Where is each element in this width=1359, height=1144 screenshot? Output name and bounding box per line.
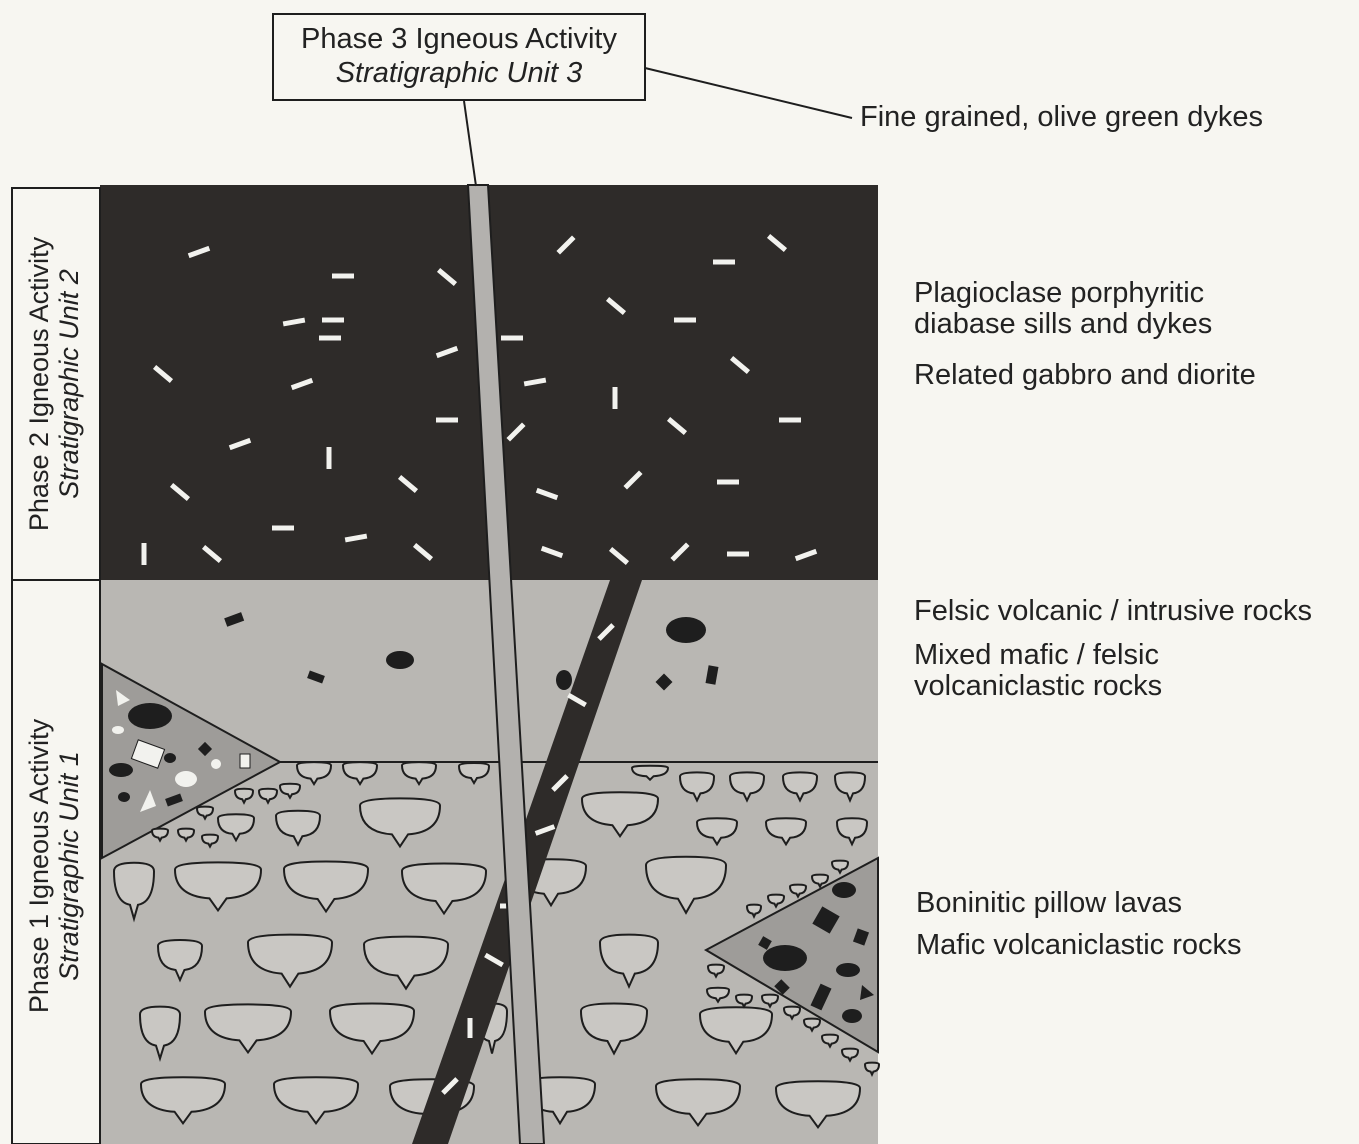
phenocryst xyxy=(272,526,294,531)
phase1-title: Phase 1 Igneous Activity xyxy=(24,718,54,1013)
phenocryst xyxy=(436,418,458,423)
phenocryst xyxy=(727,552,749,557)
clast xyxy=(175,771,197,787)
phenocryst xyxy=(713,260,735,265)
phase3-leader-to-label xyxy=(645,68,852,118)
phase3-leader-to-dyke xyxy=(464,101,476,186)
clast xyxy=(128,703,172,729)
clast xyxy=(836,963,860,977)
clast xyxy=(211,759,221,769)
boninitic-label: Boninitic pillow lavas xyxy=(916,888,1182,919)
dykes-label: Fine grained, olive green dykes xyxy=(860,102,1263,133)
phenocryst xyxy=(779,418,801,423)
phenocryst xyxy=(142,543,147,565)
clast xyxy=(118,792,130,802)
clast xyxy=(386,651,414,669)
phenocryst xyxy=(674,318,696,323)
dyke-phenocryst xyxy=(468,1018,473,1038)
felsic-label: Felsic volcanic / intrusive rocks xyxy=(914,596,1312,627)
mafic-volc-label: Mafic volcaniclastic rocks xyxy=(916,930,1242,961)
phase1-label: Phase 1 Igneous Activity Stratigraphic U… xyxy=(24,718,84,1013)
phenocryst xyxy=(717,480,739,485)
phase3-unit: Stratigraphic Unit 3 xyxy=(336,57,583,89)
mixed-label: Mixed mafic / felsic volcaniclastic rock… xyxy=(914,640,1162,702)
phase2-unit: Stratigraphic Unit 2 xyxy=(54,269,84,499)
phase2-label: Phase 2 Igneous Activity Stratigraphic U… xyxy=(24,236,84,531)
clast xyxy=(240,754,250,768)
phenocryst xyxy=(319,336,341,341)
clast xyxy=(842,1009,862,1023)
phenocryst xyxy=(332,274,354,279)
clast xyxy=(556,670,572,690)
phenocryst xyxy=(322,318,344,323)
phase3-title: Phase 3 Igneous Activity xyxy=(301,23,617,55)
clast xyxy=(112,726,124,734)
clast xyxy=(109,763,133,777)
phenocryst xyxy=(501,336,523,341)
phase2-title: Phase 2 Igneous Activity xyxy=(24,236,54,531)
phenocryst xyxy=(327,447,332,469)
clast xyxy=(832,882,856,898)
diabase-label: Plagioclase porphyritic diabase sills an… xyxy=(914,278,1212,340)
phase1-unit: Stratigraphic Unit 1 xyxy=(54,751,84,981)
phenocryst xyxy=(613,387,618,409)
gabbro-label: Related gabbro and diorite xyxy=(914,360,1256,391)
clast xyxy=(164,753,176,763)
clast xyxy=(763,945,807,971)
clast xyxy=(666,617,706,643)
